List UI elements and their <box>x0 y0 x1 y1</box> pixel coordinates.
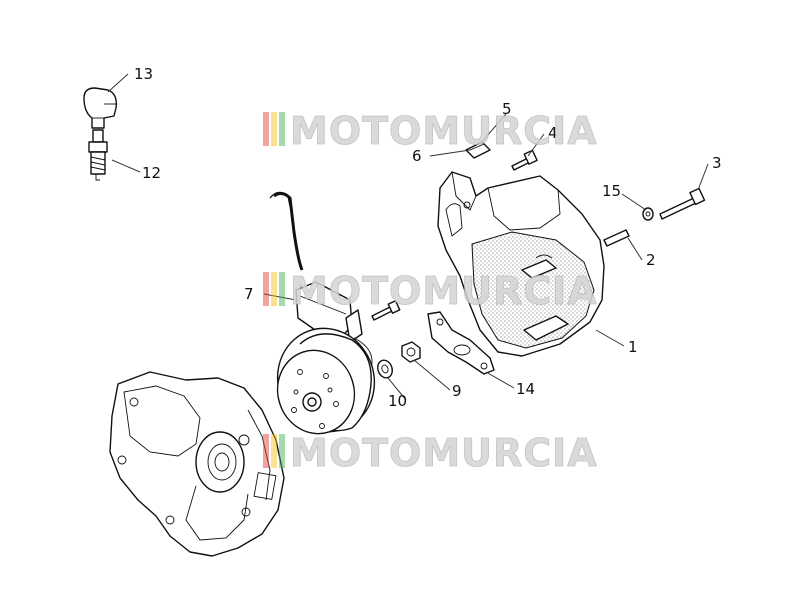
washer <box>377 359 393 379</box>
hex-nut <box>401 341 421 363</box>
leader-13 <box>107 73 129 93</box>
callout-14: 14 <box>516 380 535 398</box>
callout-labels: 13 12 7 5 6 4 3 15 2 1 14 9 10 <box>134 65 722 410</box>
leader-6 <box>429 149 471 157</box>
leader-9 <box>413 359 451 391</box>
leader-10 <box>387 377 407 401</box>
callout-9: 9 <box>452 382 462 400</box>
mounting-screw <box>371 300 401 321</box>
generator-cover <box>437 171 605 357</box>
dowel-pin <box>603 229 630 247</box>
flywheel-rotor <box>276 327 376 435</box>
wm-stripe-green <box>279 112 285 146</box>
wm-stripe-yellow <box>271 272 277 306</box>
clip-plate <box>465 141 491 159</box>
leader-14 <box>485 371 515 389</box>
callout-5: 5 <box>502 100 512 118</box>
leader-lines <box>107 73 709 401</box>
callout-15: 15 <box>602 182 621 200</box>
leader-4 <box>527 133 545 157</box>
callout-10: 10 <box>388 392 407 410</box>
callout-12: 12 <box>142 164 161 182</box>
small-washer <box>642 207 654 221</box>
watermark-text: MOTOMURCIA <box>290 269 598 313</box>
watermark-text: MOTOMURCIA <box>290 109 598 153</box>
wm-stripe-green <box>279 272 285 306</box>
spark-plug <box>88 129 108 181</box>
leader-7 <box>263 293 297 301</box>
wm-stripe-red <box>263 434 269 468</box>
callout-1: 1 <box>628 338 638 356</box>
cover-screw <box>511 149 538 171</box>
callout-7: 7 <box>244 285 254 303</box>
spark-plug-cap <box>83 87 118 129</box>
callout-13: 13 <box>134 65 153 83</box>
callout-2: 2 <box>646 251 656 269</box>
callout-6: 6 <box>412 147 422 165</box>
callout-3: 3 <box>712 154 722 172</box>
watermark-middle: MOTOMURCIA <box>263 269 598 313</box>
watermark-bottom: MOTOMURCIA <box>263 431 598 475</box>
leader-12 <box>111 159 141 173</box>
leader-1 <box>595 329 625 347</box>
callout-4: 4 <box>548 124 558 142</box>
watermark-text: MOTOMURCIA <box>290 431 598 475</box>
wm-stripe-yellow <box>271 434 277 468</box>
crankcase-half <box>109 371 285 557</box>
wm-stripe-green <box>279 434 285 468</box>
wm-stripe-red <box>263 272 269 306</box>
leader-5 <box>479 113 507 145</box>
leader-15 <box>621 193 647 211</box>
watermark-top: MOTOMURCIA <box>263 109 598 153</box>
stator-bracket <box>427 311 495 375</box>
pickup-coil <box>269 191 373 373</box>
leader-2 <box>627 237 643 261</box>
wm-stripe-red <box>263 112 269 146</box>
leader-3 <box>697 163 709 191</box>
long-bolt <box>659 187 706 220</box>
wm-stripe-yellow <box>271 112 277 146</box>
